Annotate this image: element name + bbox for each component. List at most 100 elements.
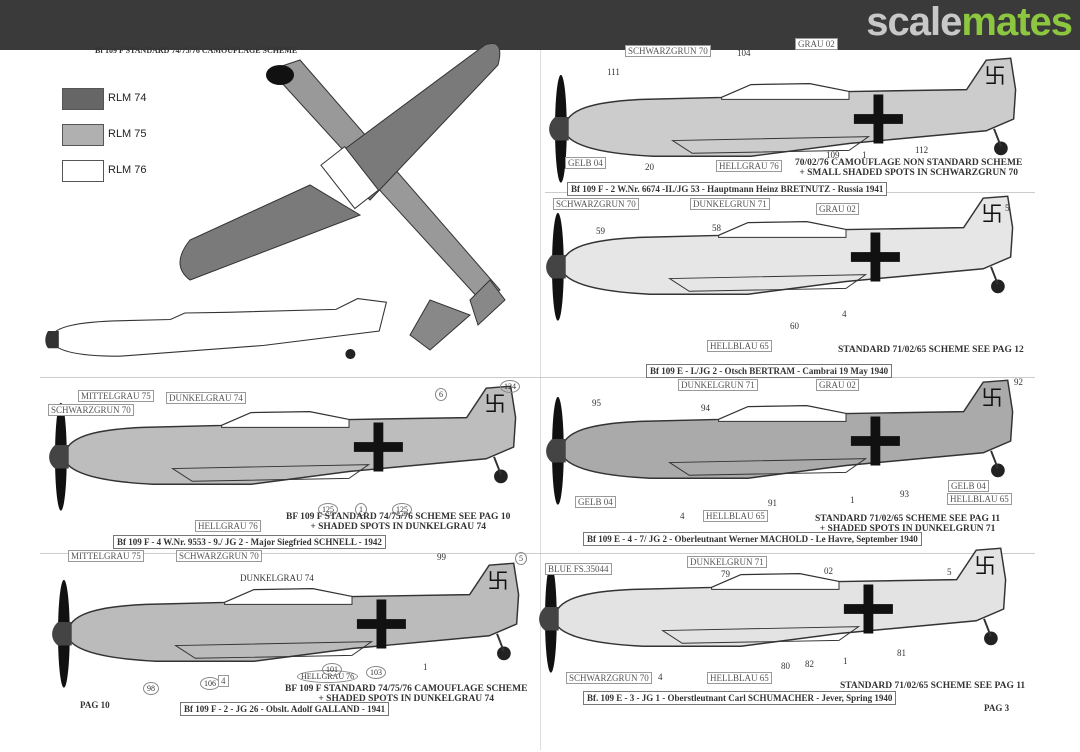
color-callout: GELB 04 — [565, 157, 606, 169]
svg-text:卐: 卐 — [984, 65, 1006, 89]
note-line: STANDARD 71/02/65 SCHEME SEE PAG 12 — [838, 345, 1024, 355]
marking-number: 101 — [322, 663, 342, 676]
aircraft-caption: Bf. 109 E - 3 - JG 1 - Oberstleutnant Ca… — [583, 691, 897, 705]
marking-number: 94 — [701, 403, 710, 413]
marking-number: 02 — [824, 566, 833, 576]
color-callout: SCHWARZGRUN 70 — [553, 198, 639, 210]
scheme-note: STANDARD 71/02/65 SCHEME SEE PAG 12 — [838, 345, 1024, 355]
swatch-rlm76 — [62, 160, 104, 182]
marking-number: 109 — [826, 150, 840, 160]
color-callout: HELLBLAU 65 — [947, 493, 1012, 505]
side-view-outline — [45, 298, 388, 360]
aircraft-p1-bretnutz: 卐 — [549, 57, 1017, 183]
divider — [40, 377, 1035, 378]
color-callout: SCHWARZGRUN 70 — [566, 672, 652, 684]
legend-label: RLM 75 — [108, 128, 147, 140]
color-callout: BLUE FS.35044 — [545, 563, 612, 575]
marking-number: 5 — [515, 552, 527, 565]
marking-number: 104 — [737, 48, 751, 58]
scalemates-logo[interactable]: scalemates — [866, 0, 1073, 44]
marking-number: DUNKELGRAU 74 — [240, 573, 314, 583]
swatch-rlm74 — [62, 88, 104, 110]
marking-number: 59 — [596, 226, 605, 236]
svg-text:卐: 卐 — [484, 393, 506, 417]
marking-number: 1 — [423, 662, 428, 672]
color-callout: SCHWARZGRUN 70 — [176, 550, 262, 562]
top-view-plan — [179, 43, 506, 351]
marking-number: 1 — [862, 150, 867, 160]
marking-number: 1 — [843, 656, 848, 666]
color-callout: GELB 04 — [948, 480, 989, 492]
color-callout: DUNKELGRUN 71 — [678, 379, 758, 391]
swatch-rlm75 — [62, 124, 104, 146]
marking-number: 4 — [680, 511, 685, 521]
color-callout: HELLBLAU 65 — [707, 340, 772, 352]
note-line: + SHADED SPOTS IN DUNKELGRAU 74 — [318, 694, 495, 704]
scheme-note: STANDARD 71/02/65 SCHEME SEE PAG 11 — [840, 681, 1025, 691]
page-divider — [540, 50, 541, 750]
marking-number: 20 — [645, 162, 654, 172]
page-number: PAG 10 — [80, 700, 110, 710]
svg-text:卐: 卐 — [981, 203, 1003, 227]
marking-number: 125 — [392, 503, 412, 516]
color-callout: 4 — [218, 675, 229, 687]
svg-text:卐: 卐 — [974, 555, 996, 579]
marking-number: 91 — [768, 498, 777, 508]
aircraft-p3-schnell: 卐 — [49, 385, 517, 511]
note-line: BF 109 F STANDARD 74/75/76 CAMOUFLAGE SC… — [285, 684, 528, 694]
color-callout: DUNKELGRUN 71 — [687, 556, 767, 568]
marking-number: 60 — [790, 321, 799, 331]
scalemates-banner: scalemates — [0, 0, 1080, 50]
marking-number: 81 — [897, 648, 906, 658]
note-line: STANDARD 71/02/65 SCHEME SEE PAG 11 — [815, 514, 1001, 524]
aircraft-caption: Bf 109 F - 2 - JG 26 - Obslt. Adolf GALL… — [180, 702, 390, 716]
color-callout: HELLBLAU 65 — [707, 672, 772, 684]
color-callout: HELLGRAU 76 — [195, 520, 261, 532]
marking-number: 106 — [200, 677, 220, 690]
marking-number: 112 — [915, 145, 929, 155]
marking-number: 4 — [842, 309, 847, 319]
marking-number: 99 — [437, 552, 446, 562]
aircraft-caption: Bf 109 E - 4 - 7/ JG 2 - Oberleutnant We… — [583, 532, 922, 546]
color-callout: HELLGRAU 76 — [716, 160, 782, 172]
marking-number: 58 — [712, 223, 721, 233]
color-callout: MITTELGRAU 75 — [78, 390, 154, 402]
color-callout: MITTELGRAU 75 — [68, 550, 144, 562]
aircraft-p6-schumacher: 卐 — [539, 547, 1007, 673]
aircraft-p5-galland: 卐 — [52, 562, 520, 688]
divider — [40, 553, 1035, 554]
marking-number: 80 — [781, 661, 790, 671]
marking-number: 5 — [947, 567, 952, 577]
color-callout: SCHWARZGRUN 70 — [625, 45, 711, 57]
svg-text:卐: 卐 — [487, 570, 509, 594]
aircraft-caption: Bf 109 E - I./JG 2 - Otsch BERTRAM - Cam… — [646, 364, 893, 378]
color-callout: DUNKELGRAU 74 — [166, 392, 246, 404]
color-callout: SCHWARZGRUN 70 — [48, 404, 134, 416]
svg-text:卐: 卐 — [981, 387, 1003, 411]
note-line: BF 109 F STANDARD 74/75/76 SCHEME SEE PA… — [286, 512, 511, 522]
aircraft-p4-machold: 卐 — [546, 379, 1014, 505]
legend-label: RLM 76 — [108, 164, 147, 176]
page-number: PAG 3 — [984, 703, 1010, 713]
scheme-note: 70/02/76 CAMOUFLAGE NON STANDARD SCHEME+… — [795, 158, 1022, 178]
marking-number: 6 — [435, 388, 447, 401]
color-callout: GRAU 02 — [816, 203, 859, 215]
marking-number: 124 — [500, 380, 520, 393]
marking-number: 98 — [143, 682, 159, 695]
color-callout: GRAU 02 — [795, 38, 838, 50]
color-callout: DUNKELGRUN 71 — [690, 198, 770, 210]
aircraft-p2-bertram: 卐 — [546, 195, 1014, 321]
marking-number: 93 — [900, 489, 909, 499]
marking-number: 1 — [850, 495, 855, 505]
scheme-note: BF 109 F STANDARD 74/75/76 SCHEME SEE PA… — [286, 512, 510, 532]
color-callout: GRAU 02 — [816, 379, 859, 391]
note-line: STANDARD 71/02/65 SCHEME SEE PAG 11 — [840, 681, 1026, 691]
note-line: 70/02/76 CAMOUFLAGE NON STANDARD SCHEME — [795, 158, 1023, 168]
marking-number: 82 — [805, 659, 814, 669]
marking-number: 95 — [592, 398, 601, 408]
scheme-note: STANDARD 71/02/65 SCHEME SEE PAG 11+ SHA… — [815, 514, 1000, 534]
scheme-title: Bf 109 F STANDARD 74/75/76 CAMOUFLAGE SC… — [95, 46, 298, 55]
marking-number: 103 — [366, 666, 386, 679]
marking-number: 79 — [721, 569, 730, 579]
